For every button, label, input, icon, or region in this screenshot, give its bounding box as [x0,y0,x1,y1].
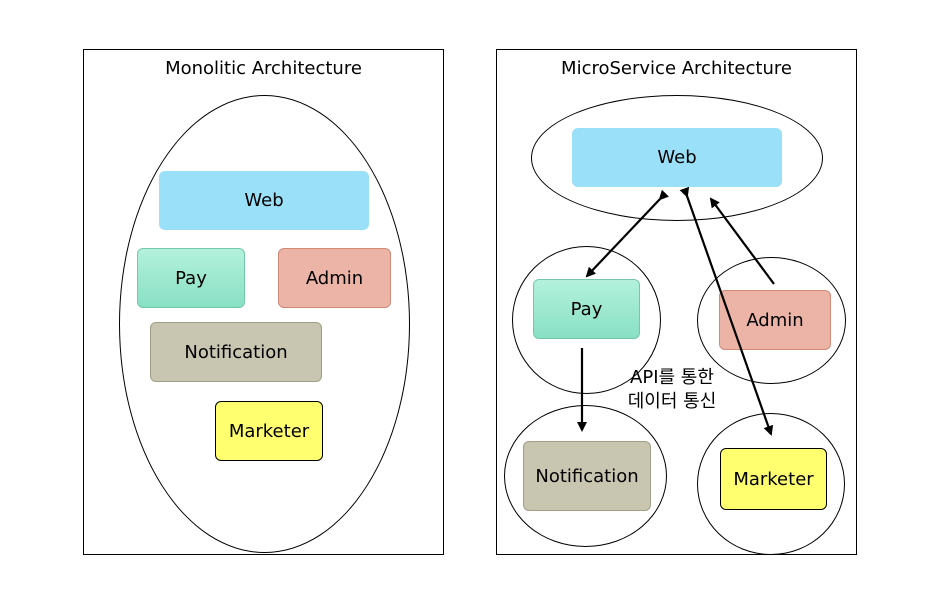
monolith-notification-box: Notification [150,322,322,382]
web-service-ellipse [531,95,823,221]
api-note-line2: 데이터 통신 [627,391,717,412]
monolith-web-box: Web [159,171,369,230]
micro-web-box: Web [572,128,782,187]
api-note: API를 통한 데이터 통신 [612,366,732,414]
arrow-admin-web [709,197,775,285]
micro-notification-box: Notification [523,441,651,511]
notification-service-ellipse [504,405,667,547]
monolith-marketer-box: Marketer [215,401,323,461]
arrow-web-pay [585,189,670,278]
api-note-line1: API를 통한 [630,367,714,388]
monolith-panel: Monolitic Architecture Web Pay Admin Not… [83,49,444,555]
arrow-web-marketer [679,186,774,436]
micro-pay-box: Pay [533,279,640,339]
monolith-admin-box: Admin [278,248,391,308]
monolith-title: Monolitic Architecture [165,58,362,79]
monolith-ellipse [119,95,410,553]
micro-marketer-box: Marketer [720,448,827,510]
microservice-title: MicroService Architecture [561,58,792,79]
monolith-pay-box: Pay [137,248,245,308]
